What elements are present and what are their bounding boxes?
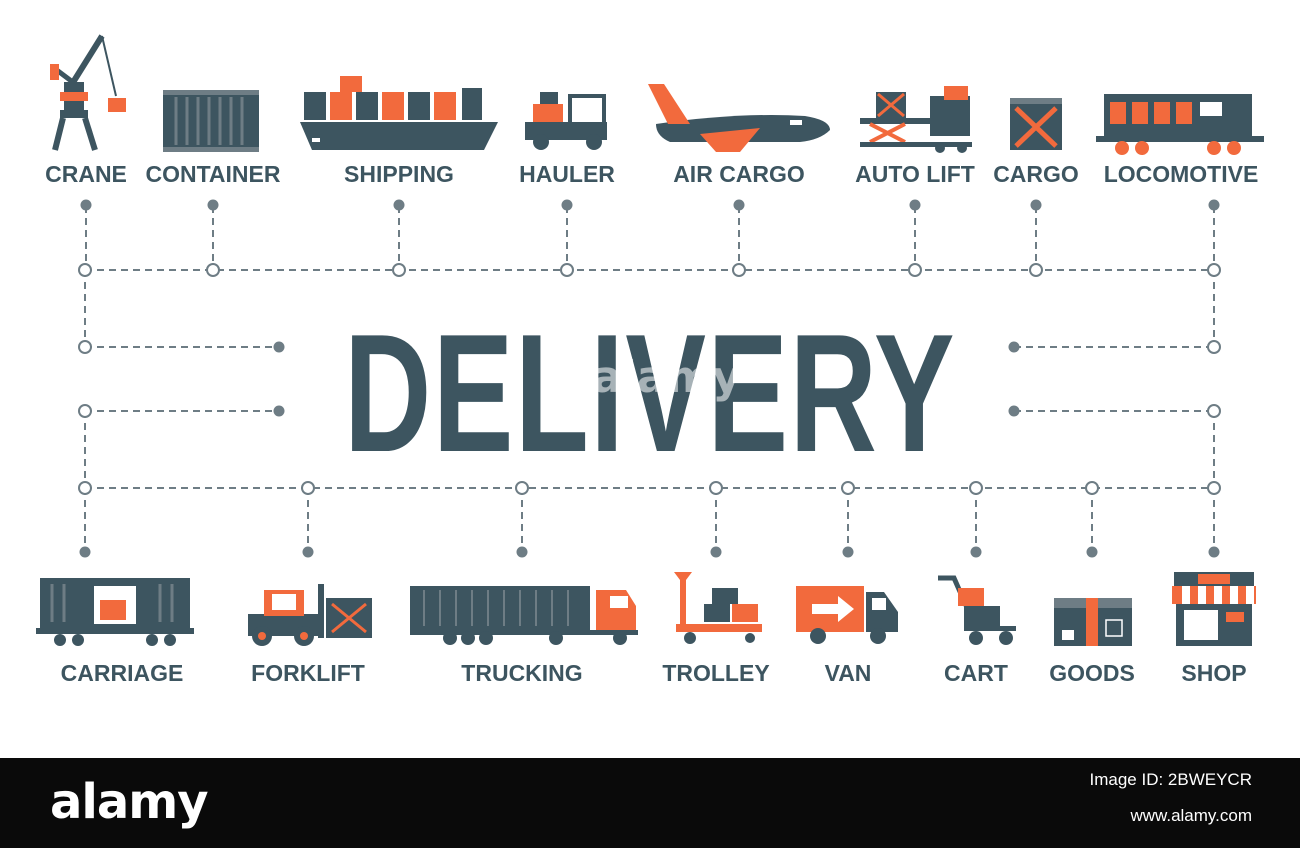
connector-lines [84, 206, 1215, 552]
alamy-logo: alamy [50, 774, 209, 830]
delivery-van-icon [796, 586, 898, 644]
cargo-plane-icon [648, 84, 830, 152]
hauler-icon [525, 92, 607, 150]
rail-carriage-icon [36, 578, 194, 646]
label-shipping: SHIPPING [344, 161, 454, 187]
cargo-crate-icon [1010, 98, 1062, 150]
locomotive-icon [1096, 94, 1264, 155]
connector-dots [79, 199, 1220, 558]
crane-icon [50, 34, 126, 151]
watermark: a alamy [547, 352, 741, 403]
connector-nodes [78, 263, 1221, 495]
label-goods: GOODS [1049, 660, 1135, 686]
label-cart: CART [944, 660, 1008, 686]
cargo-ship-icon [300, 76, 498, 150]
image-id: Image ID: 2BWEYCR [1089, 770, 1253, 789]
label-hauler: HAULER [519, 161, 615, 187]
label-locomotive: LOCOMOTIVE [1104, 161, 1259, 187]
label-shop: SHOP [1181, 660, 1246, 686]
site-url[interactable]: www.alamy.com [1130, 806, 1252, 825]
label-cargo: CARGO [993, 161, 1079, 187]
shop-icon [1172, 572, 1256, 646]
label-carriage: CARRIAGE [61, 660, 184, 686]
label-trolley: TROLLEY [662, 660, 769, 686]
container-icon [163, 90, 259, 152]
semi-truck-icon [410, 586, 638, 645]
label-air-cargo: AIR CARGO [673, 161, 805, 187]
goods-box-icon [1054, 598, 1132, 646]
page-title: DELIVERY [344, 299, 956, 487]
hand-cart-icon [938, 575, 1016, 645]
infographic-canvas: CRANE CONTAINER SHIPPING HAULER AIR CARG… [36, 34, 1264, 686]
delivery-diagram: CRANE CONTAINER SHIPPING HAULER AIR CARG… [36, 34, 1264, 686]
auto-lift-icon [860, 86, 972, 153]
label-crane: CRANE [45, 161, 127, 187]
label-forklift: FORKLIFT [251, 660, 365, 686]
label-van: VAN [825, 660, 872, 686]
label-trucking: TRUCKING [461, 660, 582, 686]
label-container: CONTAINER [145, 161, 280, 187]
forklift-icon [248, 584, 372, 646]
label-auto-lift: AUTO LIFT [855, 161, 975, 187]
pallet-trolley-icon [674, 572, 762, 644]
stock-footer-bar: alamy Image ID: 2BWEYCR www.alamy.com [0, 758, 1300, 848]
